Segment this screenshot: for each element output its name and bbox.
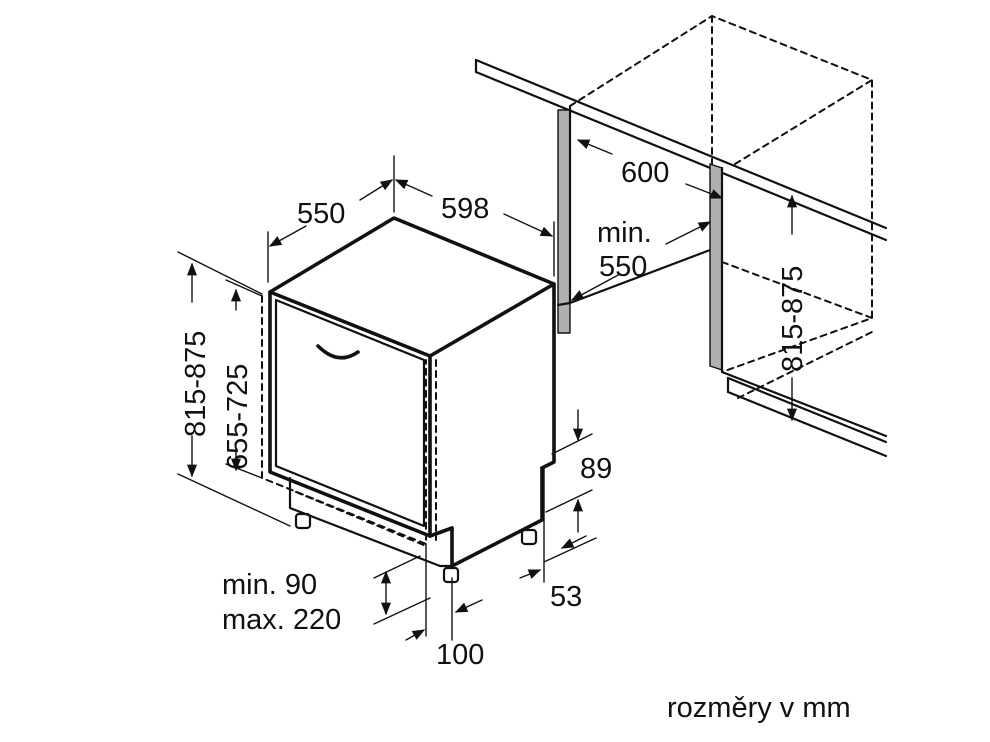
niche-floor-left (568, 248, 712, 305)
width-niche-arrow-right (685, 183, 724, 199)
offset53-arrow-left (519, 569, 542, 579)
niche-floor-line (721, 261, 873, 319)
label-min-depth-2: 550 (599, 251, 647, 283)
label-plinth-max: max. 220 (222, 604, 341, 636)
ext-plinth-top (373, 555, 421, 579)
width-niche-arrow-left (576, 139, 613, 155)
niche-top-depth (734, 79, 873, 165)
ext-height-bottom (177, 473, 291, 527)
width-arrow-b (503, 213, 554, 237)
label-width-appliance: 598 (441, 193, 489, 225)
label-plinth-depth: 100 (436, 639, 484, 671)
depth-niche-arrow-top (665, 221, 712, 245)
foot-back-right (520, 528, 538, 546)
ext-89-top (551, 433, 593, 455)
worktop-edge-bottom (474, 70, 888, 242)
door-handle (316, 344, 360, 360)
right-plinth-bottom (726, 390, 888, 458)
appliance-side-plinth (450, 466, 544, 568)
door-panel (274, 298, 426, 528)
door-outline (268, 290, 432, 538)
appliance-side-edge (540, 282, 556, 470)
depth-arrow-a (268, 225, 307, 247)
right-plinth-top (726, 376, 888, 444)
label-foot-offset: 53 (550, 581, 582, 613)
foot-front-left (294, 512, 312, 530)
niche-cabinet (474, 15, 888, 458)
ext-89-bottom (545, 489, 593, 513)
depth-arrow-b (359, 179, 394, 201)
label-width-niche: 600 (621, 157, 669, 189)
label-height-niche-left: 815-875 (180, 331, 212, 437)
label-depth-appliance: 550 (297, 198, 345, 230)
appliance-top (268, 216, 556, 358)
foot-front-right (442, 566, 460, 584)
furniture-panel-outline (261, 295, 427, 545)
plinth-depth-arrow-left (405, 629, 426, 641)
ext-door-top (225, 279, 263, 297)
ext-height-top (177, 251, 263, 295)
right-cabinet-side (709, 163, 723, 371)
depth-niche-arrow-bottom (570, 273, 621, 301)
ext-plinth-bottom (373, 597, 431, 625)
label-plinth-gap: 89 (580, 453, 612, 485)
niche-floor-depth (737, 331, 873, 399)
appliance-bottom-join (428, 526, 454, 538)
label-min-depth-1: min. (597, 217, 652, 249)
offset53-arrow-right (560, 535, 587, 549)
worktop-edge-top (474, 58, 888, 230)
units-legend: rozměry v mm (667, 692, 851, 724)
label-plinth-min: min. 90 (222, 569, 317, 601)
dishwasher-appliance (177, 155, 597, 641)
left-cabinet-side (557, 109, 571, 334)
plinth-depth-arrow-right (454, 599, 483, 613)
ext-53-bottom (543, 537, 597, 563)
width-arrow-a (394, 179, 433, 197)
label-height-niche-right: 815-875 (777, 266, 809, 372)
plinth-front (288, 476, 454, 568)
label-height-door: 655-725 (222, 364, 254, 470)
plinth-dashed (295, 491, 427, 547)
